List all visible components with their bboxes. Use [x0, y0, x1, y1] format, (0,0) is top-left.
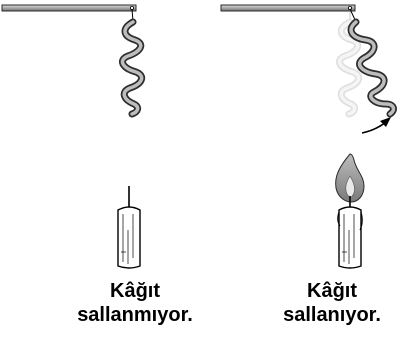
flame-icon	[336, 154, 364, 202]
right-caption: Kâğıt sallanıyor.	[252, 279, 401, 327]
right-caption-line1: Kâğıt	[252, 279, 401, 303]
left-rod	[2, 5, 136, 11]
left-caption: Kâğıt sallanmıyor.	[60, 279, 210, 327]
left-scene	[2, 5, 142, 268]
right-scene	[221, 5, 393, 268]
right-candle-icon	[338, 196, 363, 268]
motion-arrow-icon	[362, 117, 391, 133]
right-rod	[221, 5, 355, 11]
left-paper-spiral-icon	[122, 22, 141, 114]
right-paper-spiral-icon	[351, 22, 393, 114]
left-caption-line1: Kâğıt	[60, 279, 210, 303]
left-candle-icon	[118, 186, 140, 268]
right-caption-line2: sallanıyor.	[252, 303, 401, 327]
left-caption-line2: sallanmıyor.	[60, 303, 210, 327]
